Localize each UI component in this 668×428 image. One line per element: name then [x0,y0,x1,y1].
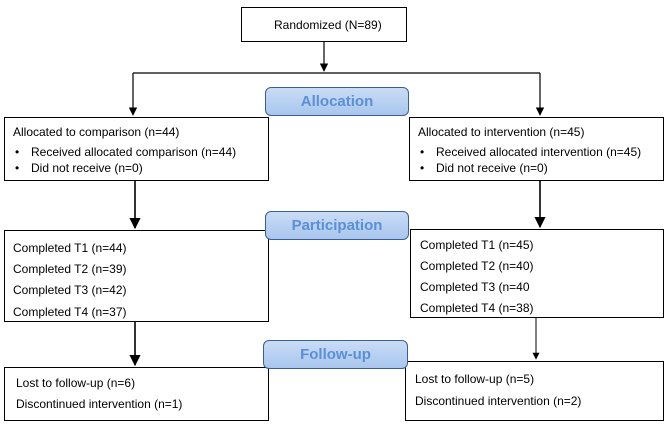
intervention-completed-t2: Completed T2 (n=40) [420,259,534,273]
intervention-participation-box: Completed T1 (n=45) Completed T2 (n=40) … [410,229,664,318]
bullet-icon: • [15,145,20,159]
bullet-icon: • [15,161,20,175]
comparison-not-received-label: Did not receive (n=0) [31,161,143,175]
comparison-completed-t1: Completed T1 (n=44) [13,241,127,255]
intervention-allocated-label: Allocated to intervention (n=45) [418,125,585,139]
intervention-discontinued-label: Discontinued intervention (n=2) [415,394,582,408]
intervention-completed-t1: Completed T1 (n=45) [420,238,534,252]
intervention-completed-t4: Completed T4 (n=38) [420,301,534,315]
intervention-followup-box: Lost to follow-up (n=5) Discontinued int… [405,361,664,421]
intervention-completed-t3: Completed T3 (n=40 [420,280,530,294]
intervention-not-received-label: Did not receive (n=0) [436,161,548,175]
randomized-label: Randomized (N=89) [274,18,382,32]
comparison-participation-box: Completed T1 (n=44) Completed T2 (n=39) … [4,230,269,322]
stage-participation: Participation [265,211,409,240]
comparison-lost-label: Lost to follow-up (n=6) [16,376,136,390]
stage-allocation: Allocation [265,87,409,116]
comparison-followup-box: Lost to follow-up (n=6) Discontinued int… [4,367,269,421]
randomized-box: Randomized (N=89) [241,7,407,42]
comparison-completed-t3: Completed T3 (n=42) [13,283,127,297]
comparison-allocation-box: Allocated to comparison (n=44) • Receive… [4,117,269,181]
stage-participation-label: Participation [291,217,383,234]
comparison-completed-t4: Completed T4 (n=37) [13,305,127,319]
comparison-completed-t2: Completed T2 (n=39) [13,262,127,276]
comparison-received-label: Received allocated comparison (n=44) [31,145,237,159]
comparison-allocated-label: Allocated to comparison (n=44) [13,125,180,139]
bullet-icon: • [420,161,425,175]
bullet-icon: • [420,145,425,159]
intervention-lost-label: Lost to follow-up (n=5) [415,372,535,386]
stage-followup: Follow-up [263,340,408,369]
stage-followup-label: Follow-up [300,346,371,363]
intervention-allocation-box: Allocated to intervention (n=45) • Recei… [409,117,664,181]
stage-allocation-label: Allocation [300,93,374,110]
comparison-discontinued-label: Discontinued intervention (n=1) [16,397,183,411]
intervention-received-label: Received allocated intervention (n=45) [436,145,642,159]
